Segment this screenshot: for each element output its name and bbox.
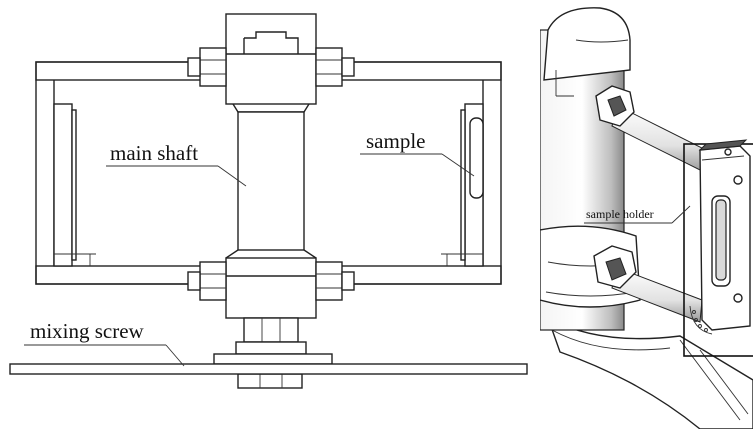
right-render: sample holder bbox=[540, 7, 753, 429]
lower-nut bbox=[593, 245, 637, 289]
sample-holder-label: sample holder bbox=[586, 207, 654, 221]
right-holder-plate bbox=[441, 103, 484, 267]
sample-holder bbox=[689, 139, 751, 335]
sample-slot bbox=[469, 117, 484, 199]
label-sample: sample bbox=[360, 129, 475, 177]
label-mixing-screw: mixing screw bbox=[24, 319, 185, 367]
nut-bottom-right bbox=[315, 261, 355, 301]
bottom-clamp bbox=[225, 249, 317, 319]
mixing-screw-blade bbox=[9, 363, 528, 375]
top-clamp bbox=[225, 13, 317, 113]
label-main-shaft: main shaft bbox=[106, 141, 247, 187]
base-disc bbox=[546, 316, 753, 429]
main-shaft bbox=[237, 111, 305, 251]
shaft-nuts bbox=[213, 317, 333, 389]
upper-nut bbox=[595, 85, 635, 127]
mixing-screw-label: mixing screw bbox=[30, 319, 145, 343]
left-holder-plate bbox=[53, 103, 96, 267]
nut-bottom-left bbox=[187, 261, 227, 301]
sample-label: sample bbox=[366, 129, 425, 153]
left-drawing: main shaft sample mixing screw bbox=[9, 13, 528, 389]
main-shaft-label: main shaft bbox=[110, 141, 198, 165]
nut-top-left bbox=[187, 47, 227, 87]
nut-top-right bbox=[315, 47, 355, 87]
